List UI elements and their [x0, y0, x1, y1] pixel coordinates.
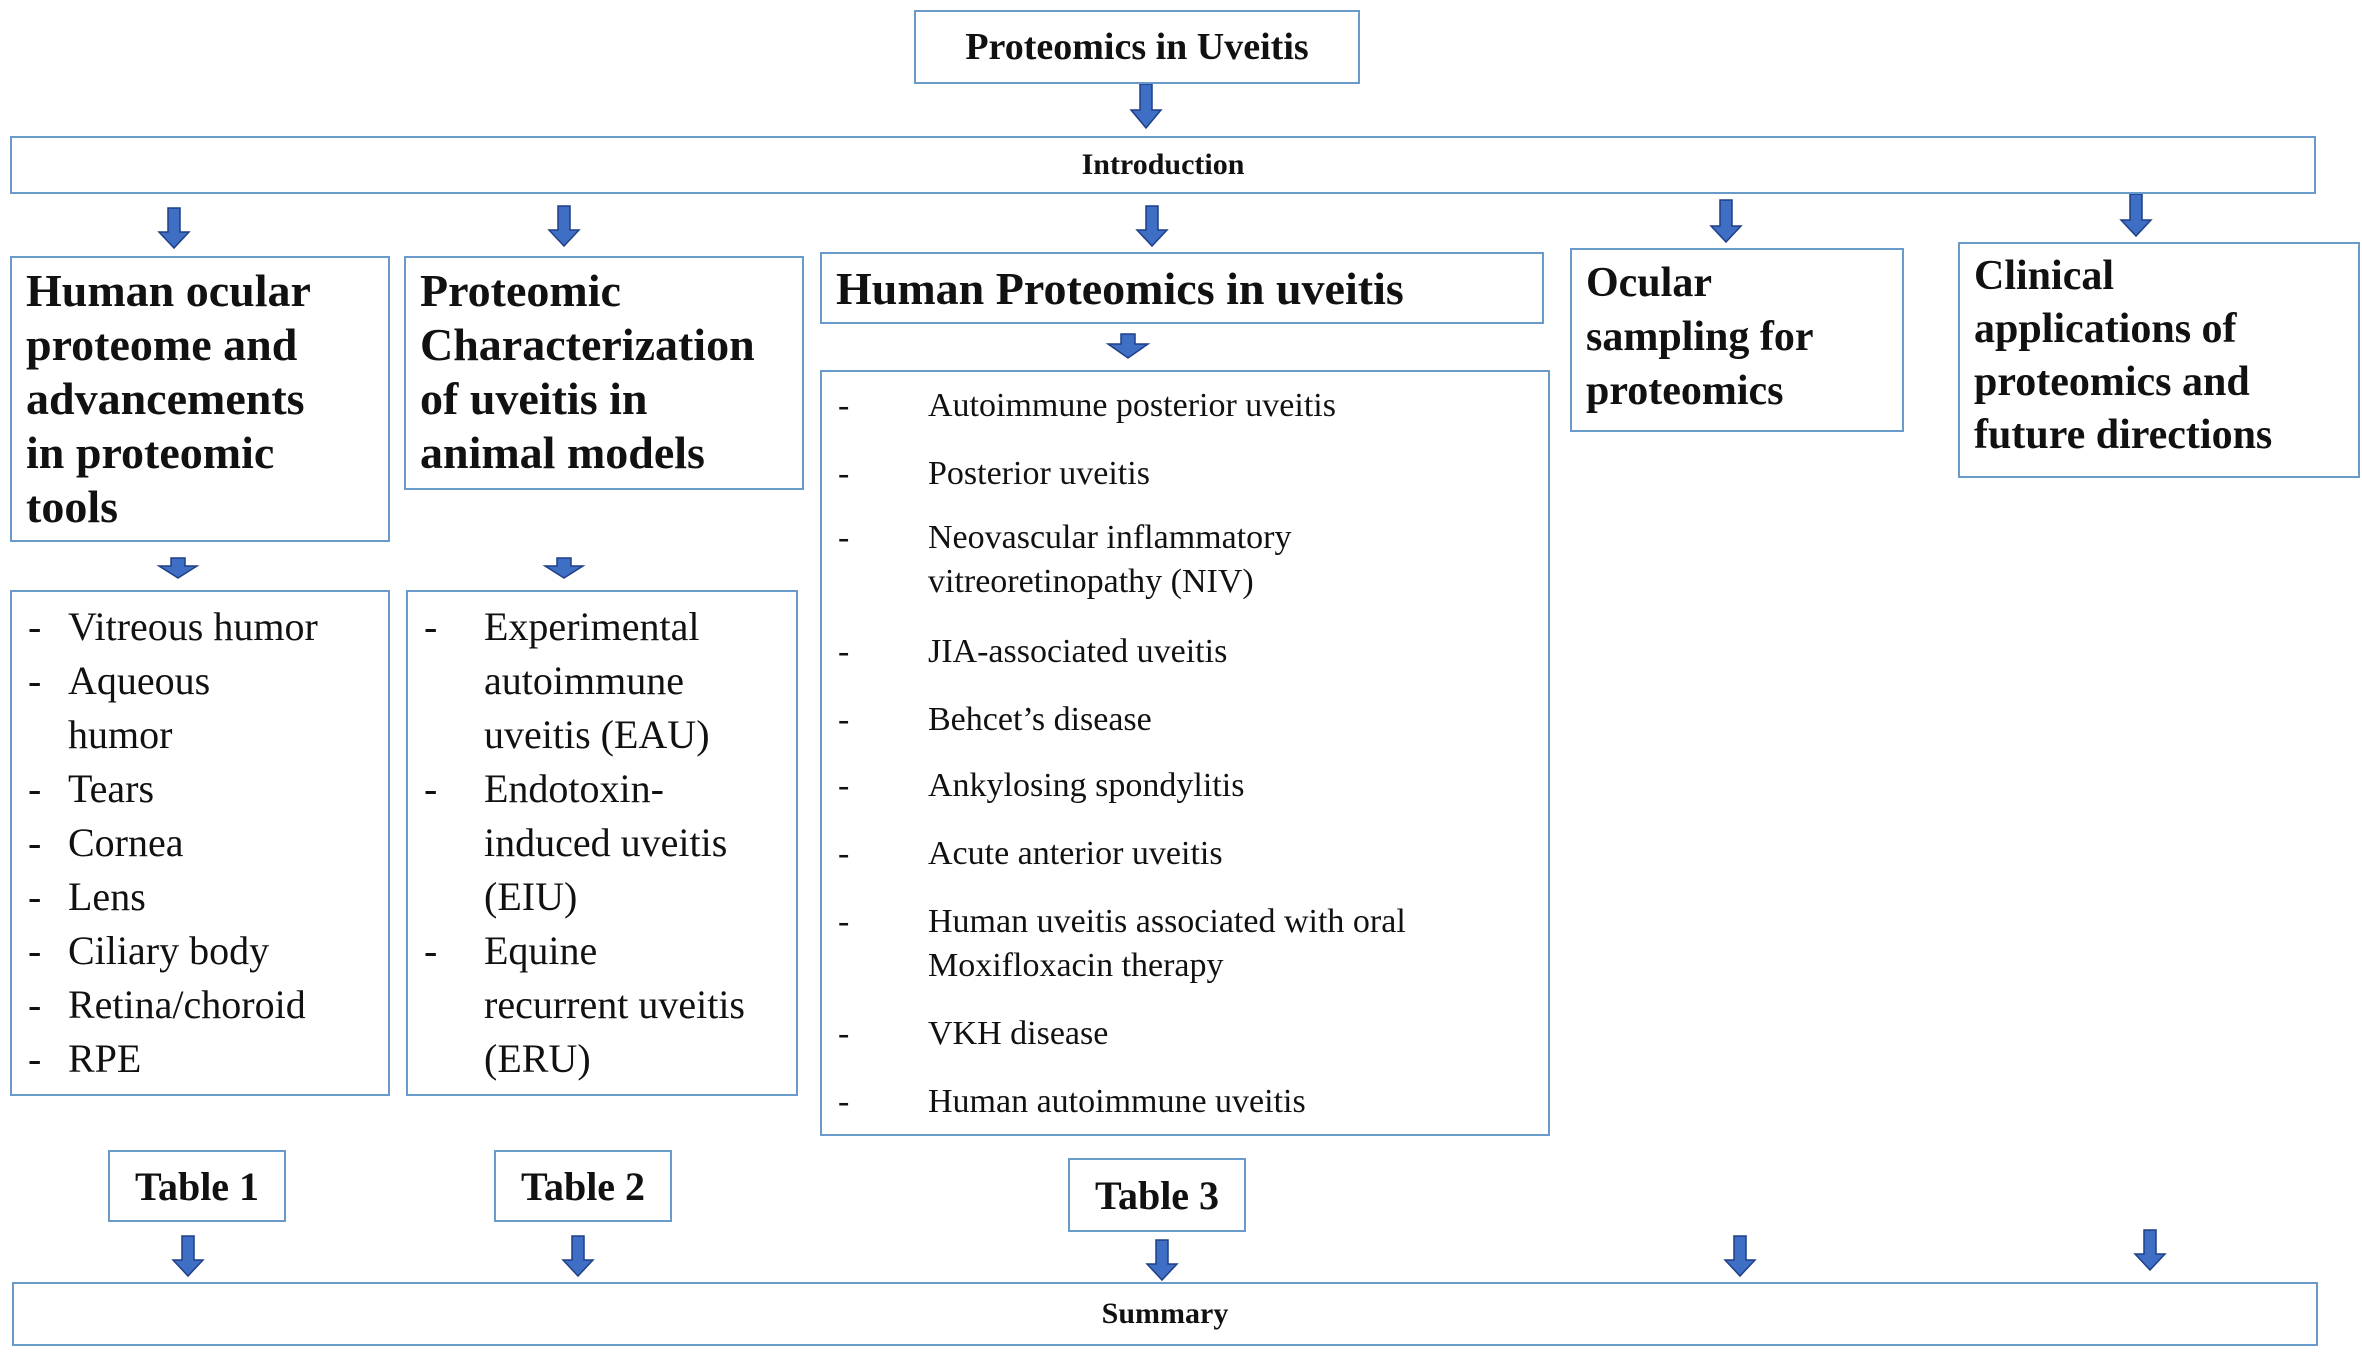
list-marker: - — [28, 820, 42, 865]
down-arrow-icon — [1145, 1239, 1179, 1282]
table-2-label: Table 2 — [520, 1163, 646, 1209]
list-item: -Cornea — [12, 816, 388, 870]
down-arrow-icon — [542, 557, 586, 579]
down-arrow-icon — [156, 557, 200, 579]
list-item: - Neovascular inflammatory vitreoretinopa… — [822, 516, 1548, 604]
list-item-text: Tears — [68, 766, 155, 811]
human-proteomics-heading: Human Proteomics in uveitis — [820, 252, 1544, 324]
list-marker: - — [838, 1083, 850, 1120]
list-item-text: Aqueous humor — [68, 658, 211, 757]
list-marker: - — [28, 658, 42, 703]
list-item-text: Lens — [68, 874, 146, 919]
table-1-box: Table 1 — [108, 1150, 286, 1222]
list-marker: - — [424, 928, 438, 973]
down-arrow-icon — [157, 207, 191, 250]
down-arrow-icon — [2119, 193, 2153, 238]
animal-models-heading: Proteomic Characterization of uveitis in… — [404, 256, 804, 490]
table-3-label: Table 3 — [1094, 1172, 1220, 1218]
animal-models-list: - Experimental autoimmune uveitis (EAU) -… — [408, 600, 796, 1086]
list-marker: - — [28, 766, 42, 811]
list-item: - Posterior uveitis — [822, 452, 1548, 496]
list-item-text: Ankylosing spondylitis — [928, 767, 1245, 804]
list-item: - Autoimmune posterior uveitis — [822, 384, 1548, 428]
list-item: - Endotoxin- induced uveitis (EIU) — [408, 762, 796, 924]
list-marker: - — [838, 1015, 850, 1052]
list-item: - Experimental autoimmune uveitis (EAU) — [408, 600, 796, 762]
list-item-text: Human uveitis associated with oral Moxif… — [928, 903, 1406, 984]
list-item: - Human autoimmune uveitis — [822, 1080, 1548, 1124]
list-item: - Human uveitis associated with oral Moxi… — [822, 900, 1548, 988]
list-item: - JIA-associated uveitis — [822, 630, 1548, 674]
list-item-text: Endotoxin- induced uveitis (EIU) — [484, 766, 728, 919]
list-marker: - — [28, 874, 42, 919]
down-arrow-icon — [2133, 1229, 2167, 1272]
list-item: -Retina/choroid — [12, 978, 388, 1032]
list-marker: - — [424, 604, 438, 649]
human-ocular-list-box: -Vitreous humor -Aqueous humor -Tears -C… — [10, 590, 390, 1096]
human-proteomics-list-box: - Autoimmune posterior uveitis - Posterior… — [820, 370, 1550, 1136]
down-arrow-icon — [1135, 205, 1169, 248]
list-item: -Ciliary body — [12, 924, 388, 978]
list-item: -Vitreous humor — [12, 600, 388, 654]
list-item-text: Equine recurrent uveitis (ERU) — [484, 928, 745, 1081]
page-title: Proteomics in Uveitis — [965, 26, 1309, 68]
list-item-text: Acute anterior uveitis — [928, 835, 1223, 872]
list-item-text: RPE — [68, 1036, 142, 1081]
down-arrow-icon — [1105, 333, 1151, 359]
list-item: - Behcet’s disease — [822, 698, 1548, 742]
list-marker: - — [838, 519, 850, 556]
down-arrow-icon — [561, 1235, 595, 1278]
table-2-box: Table 2 — [494, 1150, 672, 1222]
title-box: Proteomics in Uveitis — [914, 10, 1360, 84]
list-item: -RPE — [12, 1032, 388, 1086]
table-3-box: Table 3 — [1068, 1158, 1246, 1232]
table-1-label: Table 1 — [134, 1163, 260, 1209]
list-item-text: Behcet’s disease — [928, 701, 1152, 738]
animal-models-list-box: - Experimental autoimmune uveitis (EAU) -… — [406, 590, 798, 1096]
introduction-label: Introduction — [1081, 148, 1245, 181]
list-marker: - — [838, 767, 850, 804]
list-item-text: Vitreous humor — [68, 604, 318, 649]
list-item: - Acute anterior uveitis — [822, 832, 1548, 876]
down-arrow-icon — [1723, 1235, 1757, 1278]
down-arrow-icon — [1129, 83, 1163, 130]
list-item: - Equine recurrent uveitis (ERU) — [408, 924, 796, 1086]
introduction-box: Introduction — [10, 136, 2316, 194]
list-item-text: JIA-associated uveitis — [928, 633, 1228, 670]
down-arrow-icon — [547, 205, 581, 248]
list-marker: - — [838, 455, 850, 492]
list-marker: - — [838, 835, 850, 872]
list-item-text: Posterior uveitis — [928, 455, 1150, 492]
ocular-sampling-heading: Ocular sampling for proteomics — [1570, 248, 1904, 432]
summary-box: Summary — [12, 1282, 2318, 1346]
list-item: -Lens — [12, 870, 388, 924]
list-marker: - — [838, 633, 850, 670]
list-marker: - — [28, 1036, 42, 1081]
down-arrow-icon — [171, 1235, 205, 1278]
list-item-text: Human autoimmune uveitis — [928, 1083, 1306, 1120]
list-item: -Aqueous humor — [12, 654, 388, 762]
summary-label: Summary — [1101, 1297, 1229, 1330]
list-item-text: Cornea — [68, 820, 184, 865]
list-item-text: Autoimmune posterior uveitis — [928, 387, 1336, 424]
list-marker: - — [838, 701, 850, 738]
list-item-text: Experimental autoimmune uveitis (EAU) — [484, 604, 710, 757]
list-item-text: Ciliary body — [68, 928, 270, 973]
down-arrow-icon — [1709, 199, 1743, 244]
list-marker: - — [838, 387, 850, 424]
clinical-heading: Clinical applications of proteomics and … — [1958, 242, 2360, 478]
list-item: - VKH disease — [822, 1012, 1548, 1056]
list-marker: - — [838, 903, 850, 940]
list-marker: - — [28, 928, 42, 973]
list-marker: - — [424, 766, 438, 811]
human-ocular-list: -Vitreous humor -Aqueous humor -Tears -C… — [12, 600, 388, 1086]
list-item-text: Neovascular inflammatory vitreoretinopat… — [928, 519, 1292, 600]
list-item-text: Retina/choroid — [68, 982, 306, 1027]
list-item: -Tears — [12, 762, 388, 816]
list-marker: - — [28, 604, 42, 649]
list-item-text: VKH disease — [928, 1015, 1109, 1052]
list-item: - Ankylosing spondylitis — [822, 764, 1548, 808]
list-marker: - — [28, 982, 42, 1027]
human-ocular-heading: Human ocular proteome and advancements i… — [10, 256, 390, 542]
